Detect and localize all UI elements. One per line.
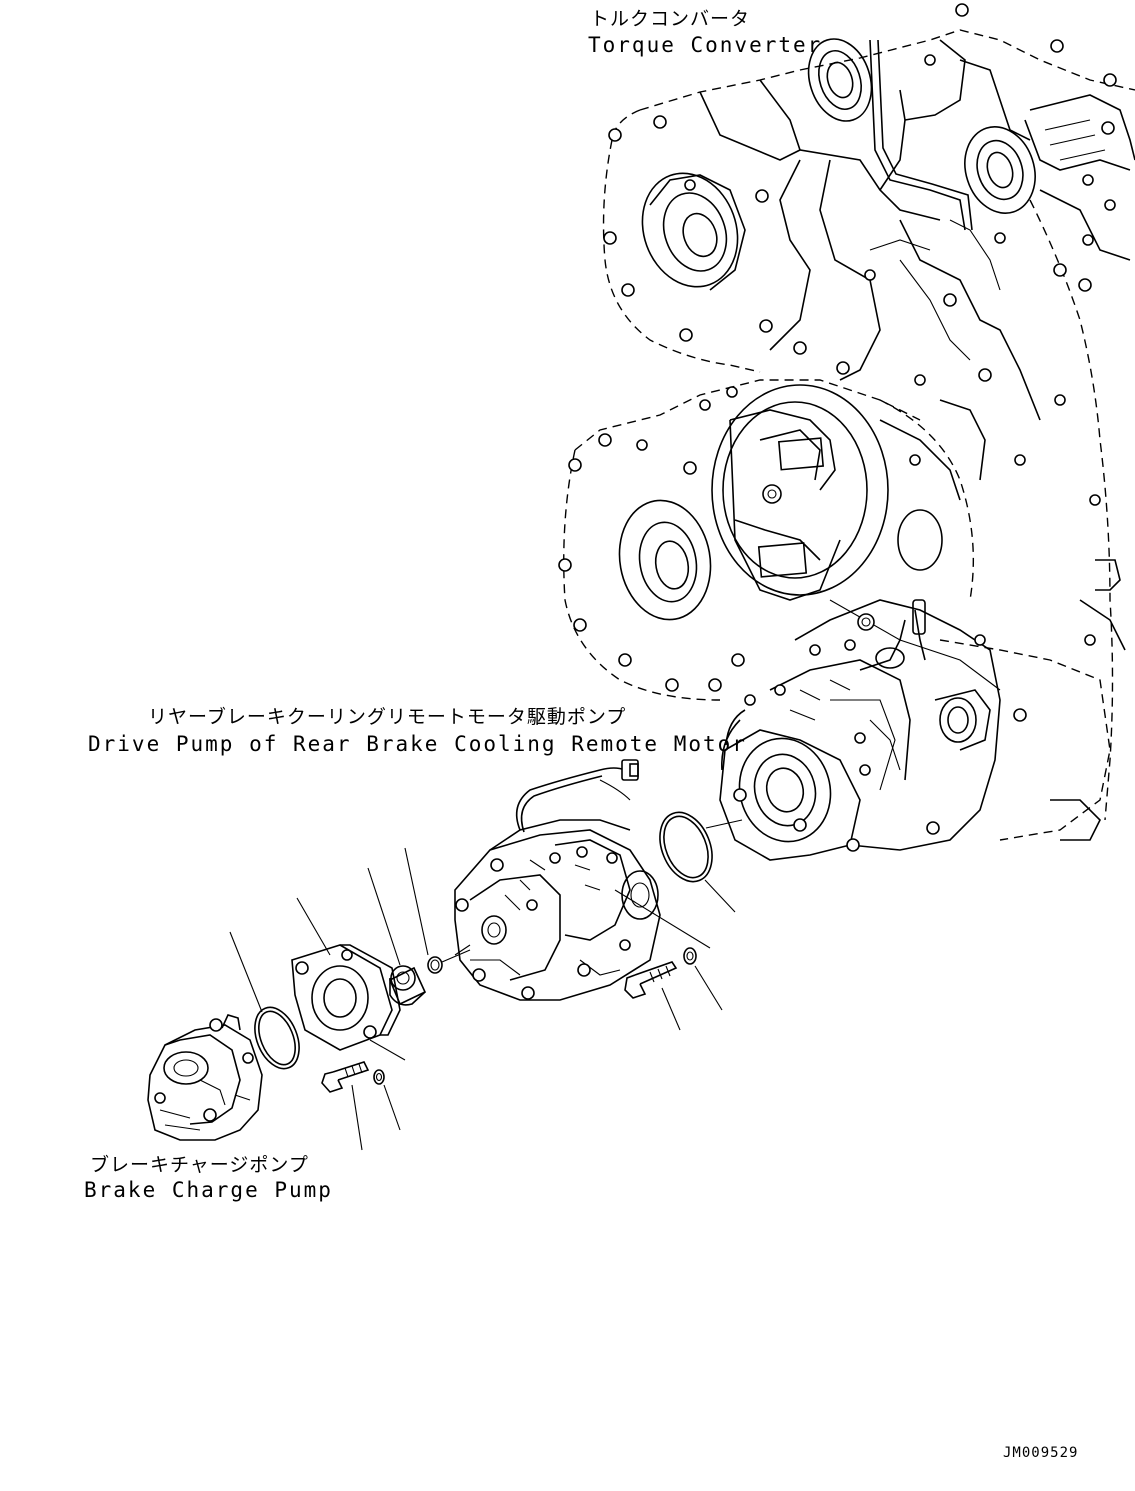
bolt-and-washer-right bbox=[624, 947, 723, 1031]
exploded-pump-bolts bbox=[455, 846, 631, 1000]
o-ring-left bbox=[229, 931, 300, 1070]
torque-converter-label-en: Torque Converter bbox=[588, 33, 823, 57]
installed-pump-assembly bbox=[719, 599, 1111, 861]
drawing-number: JM009529 bbox=[1003, 1445, 1079, 1461]
collar-sleeve bbox=[367, 867, 427, 1006]
pump-drive-case bbox=[558, 379, 1126, 701]
o-ring-large bbox=[659, 811, 743, 913]
brake-charge-pump-label-en: Brake Charge Pump bbox=[84, 1178, 333, 1202]
brake-charge-pump-label-jp: ブレーキチャージポンプ bbox=[90, 1154, 309, 1176]
adapter-flange bbox=[291, 897, 406, 1061]
housing-bolts bbox=[603, 3, 1117, 406]
case-bolts bbox=[558, 386, 1101, 692]
torque-converter-housing bbox=[602, 3, 1135, 821]
exploded-drive-pump bbox=[454, 759, 711, 1001]
brake-charge-pump bbox=[147, 1014, 263, 1141]
drive-pump-label-en: Drive Pump of Rear Brake Cooling Remote … bbox=[88, 732, 747, 756]
drive-pump-label-jp: リヤーブレーキクーリングリモートモータ駆動ポンプ bbox=[148, 706, 627, 728]
installed-pump-bolts bbox=[733, 613, 1027, 852]
bolt-and-washer-left bbox=[321, 1061, 401, 1151]
torque-converter-label-jp: トルクコンバータ bbox=[590, 8, 751, 30]
small-o-ring bbox=[404, 847, 471, 974]
